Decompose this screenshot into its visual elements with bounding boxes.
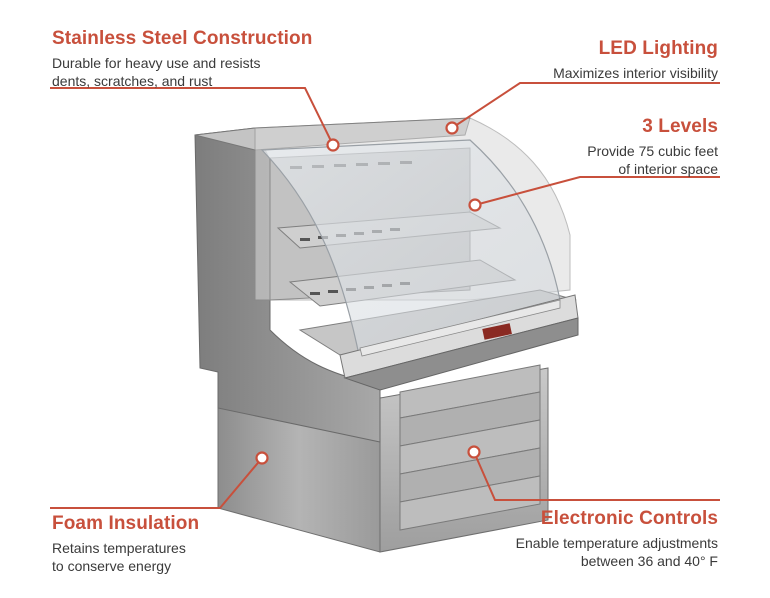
- callout-description: Retains temperatures to conserve energy: [52, 539, 199, 575]
- callout-title: LED Lighting: [598, 38, 718, 59]
- electronic-controls-callout: Electronic Controls Enable temperature a…: [516, 508, 718, 570]
- callout-markers: [255, 121, 482, 465]
- foam-marker: [255, 451, 269, 465]
- callout-line: Enable temperature adjustments: [515, 535, 718, 551]
- callout-line: dents, scratches, and rust: [52, 73, 213, 89]
- callout-description: Maximizes interior visibility: [553, 64, 718, 82]
- led-lighting-callout: LED Lighting Maximizes interior visibili…: [553, 38, 718, 82]
- louvered-front: [399, 364, 541, 531]
- upper-case: [194, 117, 579, 443]
- callout-line: Retains temperatures: [52, 540, 186, 556]
- levels-marker: [468, 198, 482, 212]
- callout-line: Maximizes interior visibility: [553, 65, 718, 81]
- callout-description: Durable for heavy use and resists dents,…: [52, 54, 312, 90]
- callout-line: Durable for heavy use and resists: [52, 55, 261, 71]
- callout-title: Stainless Steel Construction: [52, 28, 313, 49]
- callout-description: Provide 75 cubic feet of interior space: [587, 142, 718, 178]
- stainless-steel-callout: Stainless Steel Construction Durable for…: [52, 28, 312, 90]
- callout-title: 3 Levels: [642, 116, 718, 137]
- three-levels-callout: 3 Levels Provide 75 cubic feet of interi…: [587, 116, 718, 178]
- callout-title: Electronic Controls: [540, 508, 718, 529]
- callout-line: between 36 and 40° F: [580, 553, 718, 569]
- electronic-marker: [467, 445, 481, 459]
- stainless-marker: [326, 138, 340, 152]
- callout-leaders: [50, 82, 720, 509]
- callout-title: Foam Insulation: [52, 513, 200, 534]
- led-marker: [445, 121, 459, 135]
- callout-line: Provide 75 cubic feet: [587, 143, 718, 159]
- callout-line: to conserve energy: [52, 558, 172, 574]
- foam-insulation-callout: Foam Insulation Retains temperatures to …: [52, 513, 199, 575]
- callout-description: Enable temperature adjustments between 3…: [516, 534, 718, 570]
- callout-line: of interior space: [618, 161, 718, 177]
